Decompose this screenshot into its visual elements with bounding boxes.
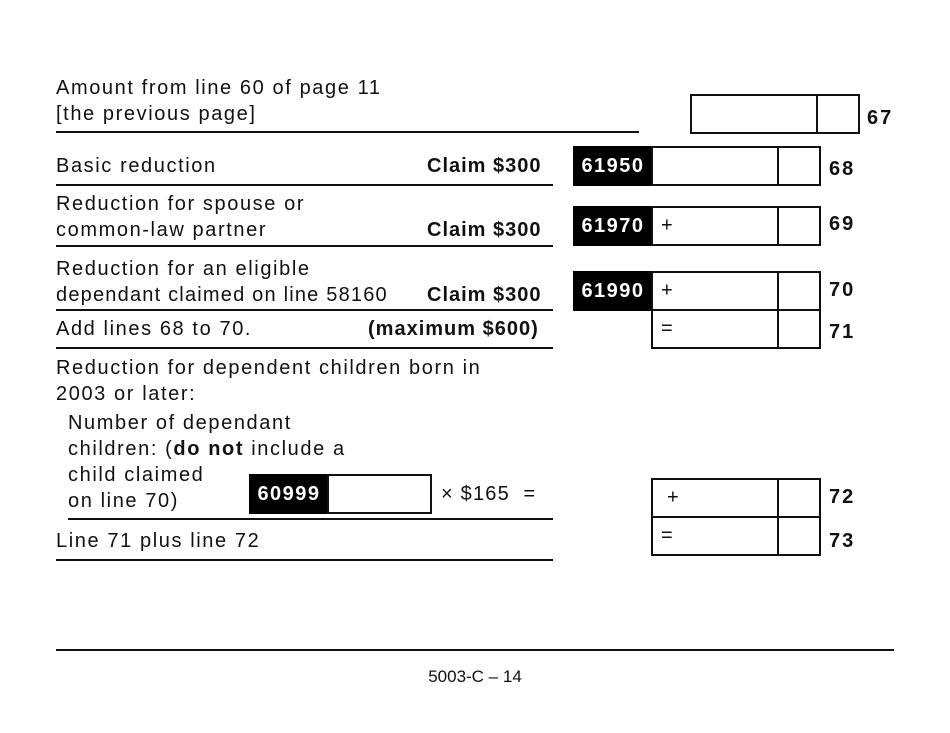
line-70-label-2: dependant claimed on line 58160 (56, 284, 388, 306)
divider (56, 309, 553, 311)
line-72-heading-1: Reduction for dependent children born in (56, 357, 482, 379)
line-70-amount-field[interactable]: + (651, 271, 821, 311)
line-67-label-1: Amount from line 60 of page 11 (56, 77, 382, 99)
divider (56, 347, 553, 349)
line-73-amount-field[interactable]: = (651, 516, 821, 556)
children-count-field[interactable] (327, 474, 432, 514)
divider (56, 131, 639, 133)
line-67-amount-field[interactable] (690, 94, 860, 134)
line-73-cents-field[interactable] (777, 518, 779, 554)
line-number-71: 71 (829, 321, 856, 343)
line-69-amount-field[interactable]: + (651, 206, 821, 246)
divider (56, 245, 553, 247)
line-number-70: 70 (829, 279, 856, 301)
line-69-label-2: common-law partner (56, 219, 268, 241)
line-67-label-2: [the previous page] (56, 103, 257, 125)
footer-divider (56, 649, 894, 651)
line-70-code: 61990 (573, 271, 653, 311)
line-69-claim: Claim $300 (427, 219, 542, 241)
line-72-cents-field[interactable] (777, 480, 779, 516)
line-69-cents-field[interactable] (777, 208, 779, 244)
line-68-cents-field[interactable] (777, 148, 779, 184)
plus-operator: + (661, 214, 673, 237)
page-label: 5003-C – 14 (428, 667, 522, 686)
divider (56, 184, 553, 186)
line-71-amount-field[interactable]: = (651, 309, 821, 349)
line-71-note: (maximum $600) (368, 318, 539, 340)
line-73-label: Line 71 plus line 72 (56, 530, 261, 552)
line-72-code: 60999 (249, 474, 329, 514)
line-number-69: 69 (829, 213, 856, 235)
line-72-amount-field[interactable]: + (651, 478, 821, 518)
line-70-claim: Claim $300 (427, 284, 542, 306)
line-68-label: Basic reduction (56, 155, 217, 177)
line-number-72: 72 (829, 486, 856, 508)
line-71-cents-field[interactable] (777, 311, 779, 347)
line-72-sub-3: child claimed (68, 464, 205, 486)
line-68-claim: Claim $300 (427, 155, 542, 177)
line-68-amount-field[interactable] (651, 146, 821, 186)
multiplier-text: × $165 = (441, 483, 537, 505)
plus-operator: + (667, 486, 679, 509)
equals-operator: = (661, 524, 673, 547)
divider (56, 559, 553, 561)
line-68-code: 61950 (573, 146, 653, 186)
line-69-label-1: Reduction for spouse or (56, 193, 306, 215)
equals-operator: = (661, 317, 673, 340)
line-69-code: 61970 (573, 206, 653, 246)
line-72-sub-2: children: (do not include a (68, 438, 346, 460)
line-71-label: Add lines 68 to 70. (56, 318, 253, 340)
line-70-cents-field[interactable] (777, 273, 779, 309)
line-number-73: 73 (829, 530, 856, 552)
line-number-67: 67 (867, 107, 894, 129)
plus-operator: + (661, 279, 673, 302)
line-number-68: 68 (829, 158, 856, 180)
line-72-sub-4: on line 70) (68, 490, 179, 512)
line-67-cents-field[interactable] (816, 96, 818, 132)
line-72-heading-2: 2003 or later: (56, 383, 197, 405)
divider (68, 518, 553, 520)
line-70-label-1: Reduction for an eligible (56, 258, 311, 280)
line-72-sub-1: Number of dependant (68, 412, 292, 434)
